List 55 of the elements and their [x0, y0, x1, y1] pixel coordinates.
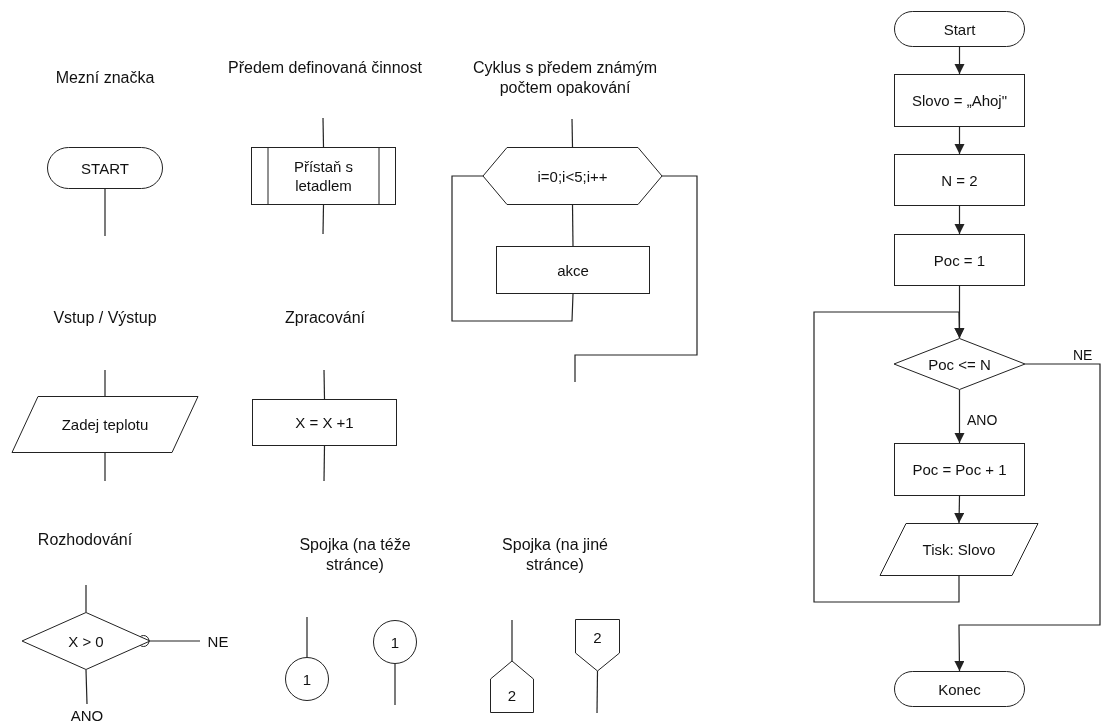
offpage-connector: 2 [575, 619, 620, 671]
connector-circle: 1 [285, 657, 329, 701]
edge-label: NE [1072, 347, 1094, 363]
process-box: Poc = Poc + 1 [894, 443, 1025, 496]
connector-stub [596, 670, 599, 714]
symbol-heading: Zpracování [283, 308, 366, 328]
connector-stub [511, 619, 513, 662]
branch-label: ANO [65, 704, 109, 726]
arrow [954, 126, 965, 155]
process-box: N = 2 [894, 154, 1025, 206]
process-box: akce [496, 246, 650, 294]
decision-diamond: Poc <= N [894, 338, 1025, 390]
loop-hexagon: i=0;i<5;i++ [483, 147, 662, 205]
connector-stub [323, 369, 326, 400]
io-parallelogram: Zadej teplotu [12, 396, 198, 453]
terminal-shape: Konec [894, 671, 1025, 707]
symbol-heading: Cyklus s předem známým počtem opakování [471, 58, 658, 98]
connector-stub [104, 188, 106, 237]
connector-stub [85, 584, 87, 613]
process-box: Slovo = „Ahoj" [894, 74, 1025, 127]
connector-stub [104, 369, 106, 397]
symbol-heading: Rozhodování [36, 530, 134, 550]
arrow [813, 311, 965, 603]
connector-stub [104, 452, 106, 482]
arrow [954, 363, 1101, 672]
terminal-shape: START [47, 147, 163, 189]
connector-stub [322, 117, 325, 148]
connector-circle: 1 [373, 620, 417, 664]
symbol-heading: Spojka (na jiné stránce) [501, 535, 609, 575]
arrow [954, 389, 965, 444]
process-box: Poc = 1 [894, 234, 1025, 286]
connector-line [451, 175, 574, 322]
decision-diamond: X > 0 [22, 612, 150, 670]
symbol-heading: Vstup / Výstup [52, 308, 158, 328]
arrow [954, 205, 965, 235]
connector-stub [394, 663, 396, 706]
terminal-shape: Start [894, 11, 1025, 47]
connector-line [85, 669, 88, 705]
arrow [954, 495, 965, 524]
offpage-connector: 2 [490, 661, 534, 713]
predefined-process-box: Přístaň s letadlem [251, 147, 396, 205]
io-parallelogram: Tisk: Slovo [880, 523, 1038, 576]
edge-label: ANO [966, 412, 999, 428]
connector-stub [571, 118, 574, 148]
symbol-heading: Mezní značka [54, 68, 156, 88]
symbol-heading: Spojka (na téže stránce) [298, 535, 412, 575]
branch-label: NE [200, 631, 236, 651]
arrow [954, 46, 965, 75]
connector-stub [323, 445, 326, 482]
connector-line [571, 204, 574, 247]
process-box: X = X +1 [252, 399, 397, 446]
connector-stub [574, 175, 698, 383]
connector-stub [306, 616, 308, 658]
connector-stub [322, 204, 325, 235]
symbol-heading: Předem definovaná činnost [227, 58, 423, 78]
